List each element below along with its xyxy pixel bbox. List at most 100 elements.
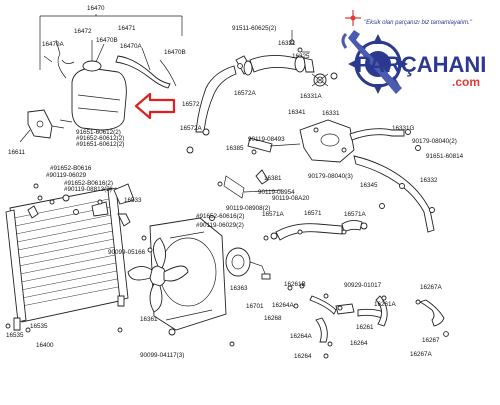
label: 90179-08040(2)	[412, 138, 457, 145]
label: #90119-06029	[46, 172, 87, 179]
radiator-cap	[113, 183, 135, 205]
label: 16268	[264, 315, 282, 322]
label: 16472	[74, 28, 92, 35]
fan-shroud	[127, 215, 271, 336]
label: 16321	[278, 40, 296, 47]
label: 16535	[30, 323, 48, 330]
label: 16264	[350, 340, 368, 347]
label: 16331A	[300, 93, 323, 100]
bypass-pipe	[349, 128, 405, 141]
cooler-hose-b	[418, 299, 445, 327]
label: 16267A	[410, 351, 433, 358]
label: #91651-60612(2)	[76, 141, 124, 148]
water-pipe	[353, 155, 435, 233]
label: 16470B	[164, 49, 186, 56]
radiator	[5, 183, 135, 331]
label: 16345	[360, 182, 378, 189]
lower-hose-group	[270, 219, 368, 241]
fan-motor	[225, 247, 271, 280]
water-outlet	[249, 55, 299, 73]
cooler-hose-a	[315, 317, 328, 343]
tank-hose	[57, 53, 75, 79]
label: 16361	[140, 316, 158, 323]
reservoir-tank-group	[19, 14, 183, 143]
label: 16341	[288, 109, 306, 116]
label: 16533	[124, 197, 142, 204]
brand-domain: .com	[452, 75, 480, 89]
lower-radiator-hose	[275, 223, 343, 241]
group-bracket	[39, 15, 183, 70]
label: 16264A	[290, 333, 313, 340]
label: 16261	[356, 324, 374, 331]
label: 16611	[8, 149, 26, 156]
label: 16267A	[420, 284, 443, 291]
label: 16381	[264, 175, 282, 182]
label: #91652-60612(2)	[76, 135, 124, 142]
label: 90119-08A20	[272, 195, 310, 202]
label: 90099-04117(3)	[140, 352, 184, 359]
label: 16470A	[42, 41, 65, 48]
fasteners	[5, 183, 269, 347]
oil-cooler-hoses	[287, 283, 449, 359]
label: 90099-05166	[108, 249, 146, 256]
gasket	[330, 72, 338, 80]
radiator-cushion	[13, 317, 21, 331]
label: 16261A	[374, 301, 397, 308]
reservoir-tank	[71, 67, 127, 131]
label: 16331G	[392, 125, 415, 132]
label: 16331	[322, 110, 340, 117]
label: 16470	[87, 5, 105, 12]
label: 16571A	[344, 211, 367, 218]
overflow-hose	[115, 55, 171, 89]
label: 90929-01017	[344, 282, 382, 289]
label: 16572A	[234, 90, 257, 97]
part-labels: 16470 16472 16471 16470A 16470B 16470A 1…	[6, 5, 464, 360]
upper-hose-group	[186, 30, 338, 154]
label: 16325	[292, 53, 310, 60]
brand-name: PARÇAHANI	[356, 52, 486, 77]
water-inlet-housing	[299, 119, 355, 163]
label: 16470B	[96, 37, 118, 44]
label: 90119-08908(2)	[226, 205, 270, 212]
label: 16385	[226, 145, 244, 152]
shroud-frame	[149, 217, 227, 331]
label: #90119-08813(2)	[64, 186, 112, 193]
label: #91652-60616(2)	[196, 213, 244, 220]
label: 16571A	[262, 211, 285, 218]
arrow-icon	[134, 92, 176, 120]
highlight-arrow	[134, 92, 176, 120]
label: 16264	[294, 353, 312, 360]
label: 16267	[422, 337, 440, 344]
tank-bracket	[27, 109, 53, 139]
brand-logo: "Eksik olan parçanızı biz tamamlayalım."…	[341, 10, 486, 94]
label: 91651-60612(2)	[76, 129, 121, 136]
cooling-fan	[127, 237, 189, 313]
label: 16363	[230, 285, 248, 292]
label: 16572A	[180, 125, 203, 132]
upper-radiator-hose	[195, 65, 237, 133]
bypass-pipe-group	[217, 119, 435, 233]
label: 16571	[304, 210, 322, 217]
reservoir-cap	[82, 60, 102, 72]
label: #91652-B0616	[50, 165, 92, 172]
label: 90119-08493	[248, 136, 285, 143]
label: #91652-B0616(2)	[64, 180, 113, 187]
label: 16572	[182, 101, 200, 108]
label: 91651-60814	[426, 153, 464, 160]
label: 16264A	[272, 302, 295, 309]
label: 16400	[36, 342, 54, 349]
wrench-icon	[341, 30, 402, 94]
label: 16701	[246, 303, 264, 310]
spark-icon	[345, 10, 361, 26]
label: 16470A	[120, 43, 143, 50]
label: 16332	[420, 177, 438, 184]
brand-slogan: "Eksik olan parçanızı biz tamamlayalım."	[364, 20, 473, 26]
label: 90119-08954	[258, 189, 295, 196]
label: #90119-06029(2)	[196, 222, 244, 229]
label: 90179-08040(3)	[308, 173, 353, 180]
label: 91511-60625(2)	[232, 25, 276, 32]
label: 16471	[118, 25, 136, 32]
label: 16261B	[284, 281, 306, 288]
